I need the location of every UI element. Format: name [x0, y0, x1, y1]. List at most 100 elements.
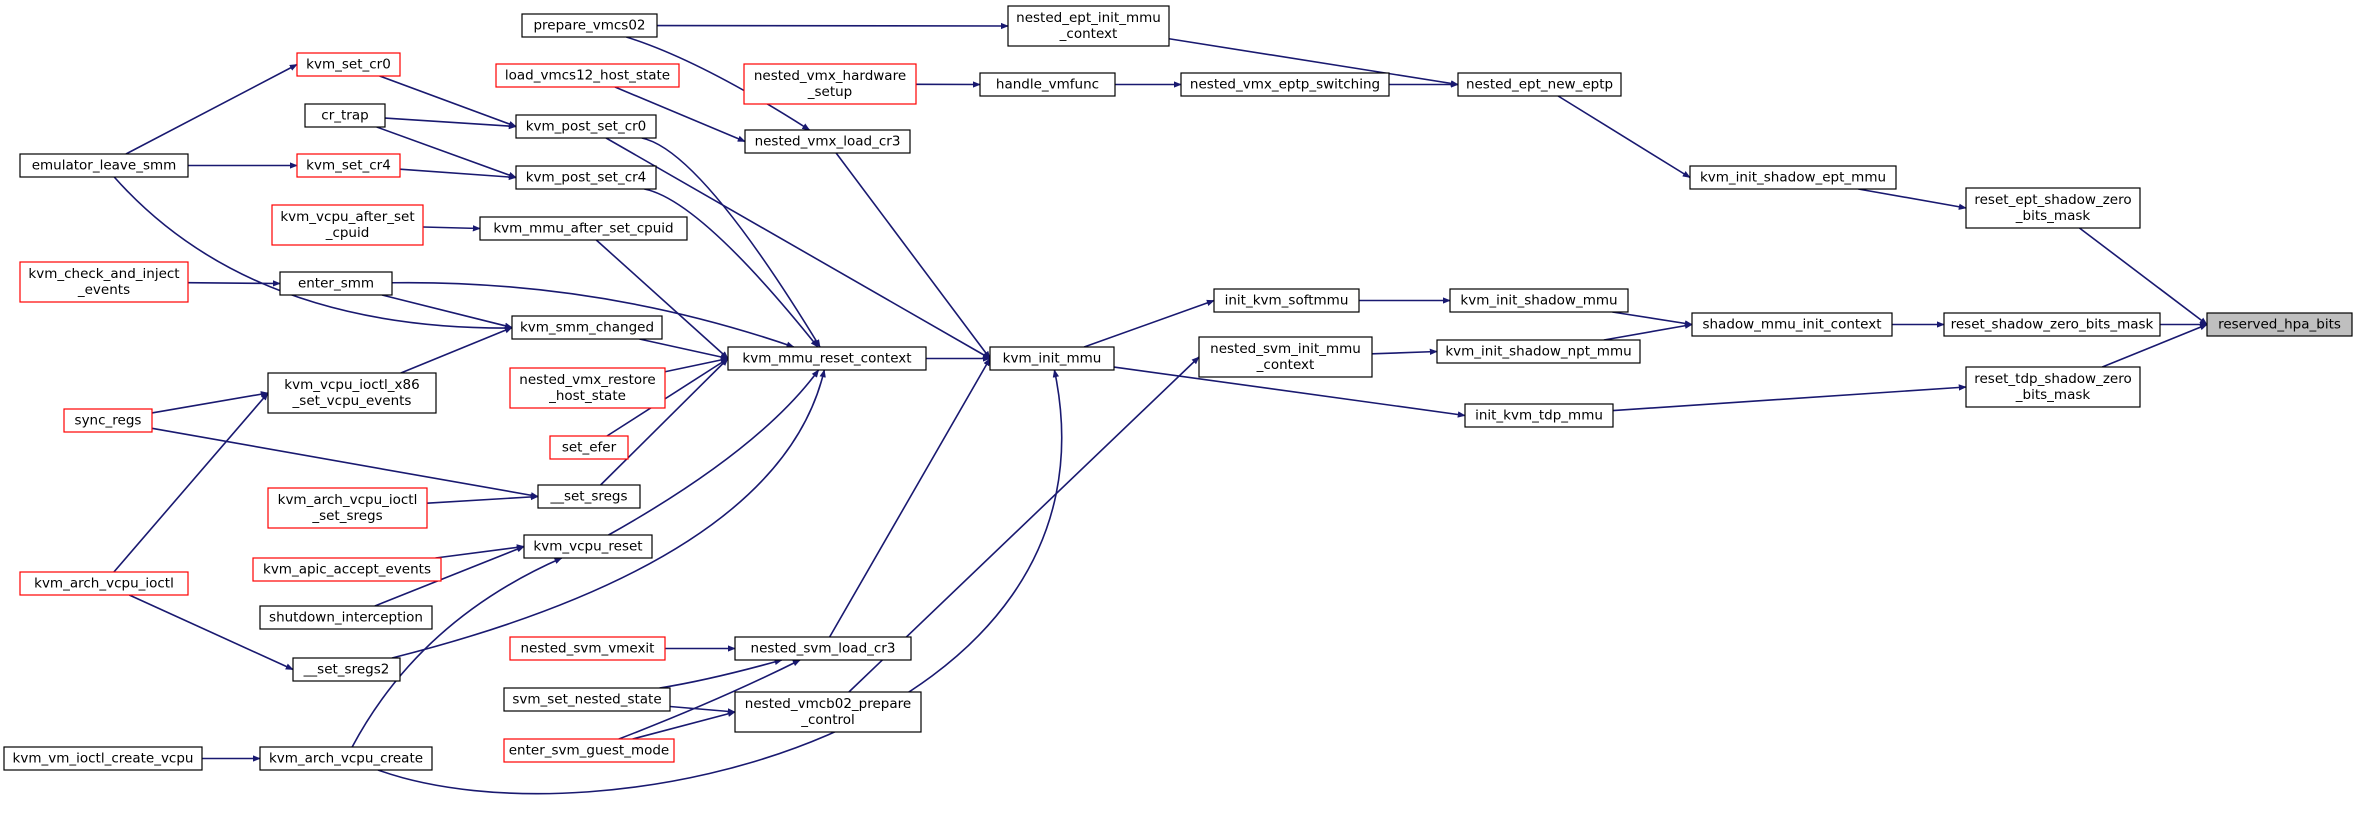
node-init-kvm-tdp-mmu[interactable]: init_kvm_tdp_mmu [1464, 403, 1614, 428]
edge-enter_smm-to-kvm_mmu_reset_context [391, 281, 795, 348]
node-cr-trap[interactable]: cr_trap [304, 103, 386, 128]
node-label: kvm_mmu_reset_context [742, 351, 911, 367]
node-reset-shadow-zero-bits-mask[interactable]: reset_shadow_zero_bits_mask [1943, 312, 2161, 337]
edge-kvm_post_set_cr4-to-kvm_mmu_reset_context [644, 188, 819, 348]
node-kvm-vcpu-after-set-cpuid[interactable]: kvm_vcpu_after_set_cpuid [271, 204, 424, 246]
node-shadow-mmu-init-context[interactable]: shadow_mmu_init_context [1691, 312, 1893, 337]
node-kvm-vcpu-reset[interactable]: kvm_vcpu_reset [523, 534, 653, 559]
node---set-sregs2[interactable]: __set_sregs2 [292, 657, 401, 682]
node-kvm-post-set-cr0[interactable]: kvm_post_set_cr0 [515, 114, 657, 139]
node-load-vmcs12-host-state[interactable]: load_vmcs12_host_state [495, 63, 680, 88]
node-label: enter_svm_guest_mode [509, 743, 669, 759]
node-box [19, 153, 189, 178]
node-label: reserved_hpa_bits [2218, 317, 2341, 333]
node-kvm-arch-vcpu-ioctl-set-sregs[interactable]: kvm_arch_vcpu_ioctl_set_sregs [267, 487, 428, 529]
node-kvm-check-and-inject-events[interactable]: kvm_check_and_inject_events [19, 261, 189, 303]
node-label: nested_vmcb02_prepare [745, 696, 911, 712]
node-label: svm_set_nested_state [512, 692, 661, 708]
node-box [979, 72, 1116, 97]
node-kvm-arch-vcpu-create[interactable]: kvm_arch_vcpu_create [259, 746, 433, 771]
node-reset-tdp-shadow-zero-bits-mask[interactable]: reset_tdp_shadow_zero_bits_mask [1965, 366, 2141, 408]
node-label: enter_smm [298, 276, 374, 292]
node-box [1943, 312, 2161, 337]
node-nested-ept-init-mmu-context[interactable]: nested_ept_init_mmu_context [1007, 5, 1170, 47]
node-kvm-vm-ioctl-create-vcpu[interactable]: kvm_vm_ioctl_create_vcpu [3, 746, 203, 771]
edge-kvm_init_shadow_npt_mmu-to-shadow_mmu_init_context [1603, 322, 1693, 341]
node-enter-svm-guest-mode[interactable]: enter_svm_guest_mode [503, 738, 675, 763]
node-kvm-post-set-cr4[interactable]: kvm_post_set_cr4 [515, 165, 657, 190]
node-label: reset_shadow_zero_bits_mask [1951, 317, 2154, 333]
node-label: _host_state [548, 388, 626, 404]
node-kvm-init-shadow-ept-mmu[interactable]: kvm_init_shadow_ept_mmu [1689, 165, 1897, 190]
node-kvm-set-cr4[interactable]: kvm_set_cr4 [296, 153, 401, 178]
node-init-kvm-softmmu[interactable]: init_kvm_softmmu [1213, 288, 1360, 313]
node-box [503, 738, 675, 763]
node-kvm-set-cr0[interactable]: kvm_set_cr0 [296, 52, 401, 77]
node-label: kvm_smm_changed [520, 320, 654, 336]
node-kvm-smm-changed[interactable]: kvm_smm_changed [511, 315, 663, 340]
node-nested-ept-new-eptp[interactable]: nested_ept_new_eptp [1457, 72, 1622, 97]
edge-enter_svm_guest_mode-to-nested_vmcb02_prepare_control [632, 710, 736, 740]
node-nested-svm-init-mmu-context[interactable]: nested_svm_init_mmu_context [1198, 336, 1373, 378]
node-nested-svm-vmexit[interactable]: nested_svm_vmexit [509, 636, 666, 661]
node-nested-vmcb02-prepare-control[interactable]: nested_vmcb02_prepare_control [734, 691, 922, 733]
node-prepare-vmcs02[interactable]: prepare_vmcs02 [521, 13, 658, 38]
node-label: kvm_set_cr4 [306, 158, 391, 174]
edge-sync_regs-to-kvm_vcpu_ioctl_x86_set_vcpu_events [151, 391, 269, 414]
node-kvm-vcpu-ioctl-x86-set-vcpu-events[interactable]: kvm_vcpu_ioctl_x86_set_vcpu_events [267, 372, 437, 414]
node-label: nested_vmx_eptp_switching [1190, 77, 1380, 93]
edge-kvm_set_cr4-to-kvm_post_set_cr4 [399, 168, 517, 181]
edge-nested_vmx_load_cr3-to-kvm_init_mmu [835, 152, 991, 360]
node---set-sregs[interactable]: __set_sregs [537, 484, 641, 509]
node-box [63, 408, 153, 433]
node-nested-vmx-load-cr3[interactable]: nested_vmx_load_cr3 [744, 129, 911, 154]
edge-kvm_init_shadow_mmu-to-shadow_mmu_init_context [1612, 311, 1693, 327]
node-nested-vmx-hardware-setup[interactable]: nested_vmx_hardware_setup [743, 63, 917, 105]
node-nested-svm-load-cr3[interactable]: nested_svm_load_cr3 [734, 636, 912, 661]
node-kvm-init-shadow-mmu[interactable]: kvm_init_shadow_mmu [1449, 288, 1629, 313]
edges [113, 22, 2208, 795]
node-sync-regs[interactable]: sync_regs [63, 408, 153, 433]
node-kvm-mmu-after-set-cpuid[interactable]: kvm_mmu_after_set_cpuid [479, 216, 688, 241]
node-kvm-init-mmu[interactable]: kvm_init_mmu [989, 346, 1115, 371]
node-box [279, 271, 393, 296]
node-svm-set-nested-state[interactable]: svm_set_nested_state [503, 687, 671, 712]
node-shutdown-interception[interactable]: shutdown_interception [259, 605, 433, 630]
node-reserved-hpa-bits[interactable]: reserved_hpa_bits [2206, 312, 2353, 337]
node-label: __set_sregs [549, 489, 627, 505]
node-set-efer[interactable]: set_efer [549, 435, 629, 460]
node-kvm-mmu-reset-context[interactable]: kvm_mmu_reset_context [727, 346, 927, 371]
node-label: nested_svm_vmexit [521, 641, 655, 657]
edge-kvm_vcpu_ioctl_x86_set_vcpu_events-to-kvm_smm_changed [400, 326, 513, 374]
node-enter-smm[interactable]: enter_smm [279, 271, 393, 296]
node-label: emulator_leave_smm [32, 158, 177, 174]
edge-nested_vmx_restore_host_state-to-kvm_mmu_reset_context [664, 356, 729, 373]
node-label: kvm_init_mmu [1003, 351, 1102, 367]
edge-reset_ept_shadow_zero_bits_mask-to-reserved_hpa_bits [2078, 227, 2208, 326]
node-emulator-leave-smm[interactable]: emulator_leave_smm [19, 153, 189, 178]
node-reset-ept-shadow-zero-bits-mask[interactable]: reset_ept_shadow_zero_bits_mask [1965, 187, 2141, 229]
node-nested-vmx-eptp-switching[interactable]: nested_vmx_eptp_switching [1180, 72, 1390, 97]
edge-nested_svm_load_cr3-to-kvm_init_mmu [828, 357, 991, 638]
node-box [989, 346, 1115, 371]
node-kvm-arch-vcpu-ioctl[interactable]: kvm_arch_vcpu_ioctl [19, 571, 189, 596]
node-label: sync_regs [75, 413, 142, 429]
edge-kvm_vcpu_after_set_cpuid-to-kvm_mmu_after_set_cpuid [422, 225, 481, 232]
edge-kvm_mmu_after_set_cpuid-to-kvm_mmu_reset_context [595, 239, 729, 360]
node-box [259, 605, 433, 630]
edge-load_vmcs12_host_state-to-nested_vmx_load_cr3 [614, 86, 746, 143]
node-label: kvm_apic_accept_events [263, 562, 431, 578]
node-nested-vmx-restore-host-state[interactable]: nested_vmx_restore_host_state [509, 367, 666, 409]
node-label: shutdown_interception [269, 610, 423, 626]
edge-enter_svm_guest_mode-to-nested_svm_load_cr3 [618, 659, 801, 740]
node-kvm-init-shadow-npt-mmu[interactable]: kvm_init_shadow_npt_mmu [1436, 339, 1641, 364]
node-label: load_vmcs12_host_state [505, 68, 670, 84]
node-handle-vmfunc[interactable]: handle_vmfunc [979, 72, 1116, 97]
node-label: _bits_mask [2015, 208, 2091, 224]
node-kvm-apic-accept-events[interactable]: kvm_apic_accept_events [252, 557, 442, 582]
node-label: kvm_vcpu_ioctl_x86 [284, 377, 419, 393]
node-label: __set_sregs2 [303, 662, 390, 678]
node-box [271, 204, 424, 246]
node-box [1691, 312, 1893, 337]
node-box [515, 114, 657, 139]
